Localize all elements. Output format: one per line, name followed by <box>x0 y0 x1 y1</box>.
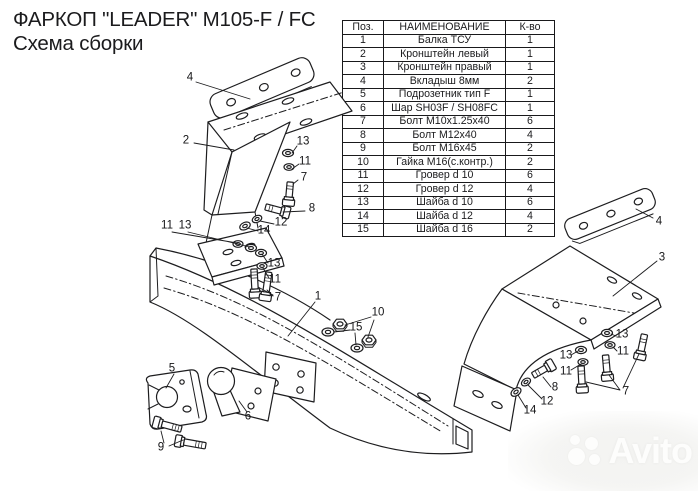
cell-qty: 2 <box>505 222 555 237</box>
callout-3: 3 <box>658 251 666 264</box>
col-header-qty: К-во <box>505 20 555 35</box>
cell-name: Шайба d 16 <box>383 222 506 237</box>
callout-12b: 12 <box>540 395 554 408</box>
watermark: Avito <box>508 411 698 491</box>
callout-11c: 11 <box>269 273 281 286</box>
callout-12: 12 <box>274 216 288 229</box>
callout-11d: 11 <box>617 345 629 358</box>
callout-10: 10 <box>371 306 385 319</box>
right-bracket-part <box>453 245 662 432</box>
washers-left <box>232 148 295 270</box>
callout-14: 14 <box>257 224 271 237</box>
leader-lines <box>160 81 658 447</box>
callout-7c: 7 <box>622 385 630 398</box>
bolts <box>151 181 649 450</box>
drawing-title-line1: ФАРКОП "LEADER" M105-F / FC <box>13 8 316 31</box>
nuts-and-washers-center <box>321 318 377 353</box>
callout-14b: 14 <box>524 405 537 417</box>
cell-qty: 1 <box>505 47 555 62</box>
callout-2: 2 <box>182 134 190 147</box>
watermark-text: Avito <box>608 430 693 471</box>
cell-pos: 15 <box>342 222 384 237</box>
washers-right <box>510 328 616 397</box>
callout-1: 1 <box>314 290 322 303</box>
callout-11b: 11 <box>161 219 173 232</box>
right-mount-plate-part <box>564 188 656 244</box>
callout-13b: 13 <box>178 219 192 232</box>
ball-hitch-part <box>206 366 277 422</box>
drawing-title-line2: Схема сборки <box>13 31 144 55</box>
drawing-title: ФАРКОП "LEADER" M105-F / FC Схема сборки <box>13 8 316 56</box>
callout-9: 9 <box>157 441 165 454</box>
callout-4-right: 4 <box>655 215 663 228</box>
callout-5: 5 <box>168 362 176 375</box>
callout-7b: 7 <box>274 291 282 304</box>
callout-8: 8 <box>308 202 316 215</box>
callout-13: 13 <box>296 135 310 148</box>
socket-bracket-part <box>145 369 208 430</box>
callout-13c: 13 <box>267 257 281 270</box>
callout-13d: 13 <box>615 328 629 341</box>
callout-7: 7 <box>300 171 308 184</box>
callout-11e: 11 <box>560 365 572 378</box>
callout-11: 11 <box>299 155 311 168</box>
callout-8b: 8 <box>551 381 559 394</box>
callout-4-left: 4 <box>186 71 194 84</box>
parts-table-header-row: Поз. НАИМЕНОВАНИЕ К-во <box>342 20 555 35</box>
cell-qty: 1 <box>505 33 555 48</box>
crossbeam-part <box>149 247 473 455</box>
callout-15: 15 <box>349 321 363 334</box>
callout-6: 6 <box>244 410 252 423</box>
callout-13e: 13 <box>559 349 573 362</box>
avito-logo-icon <box>568 432 604 470</box>
